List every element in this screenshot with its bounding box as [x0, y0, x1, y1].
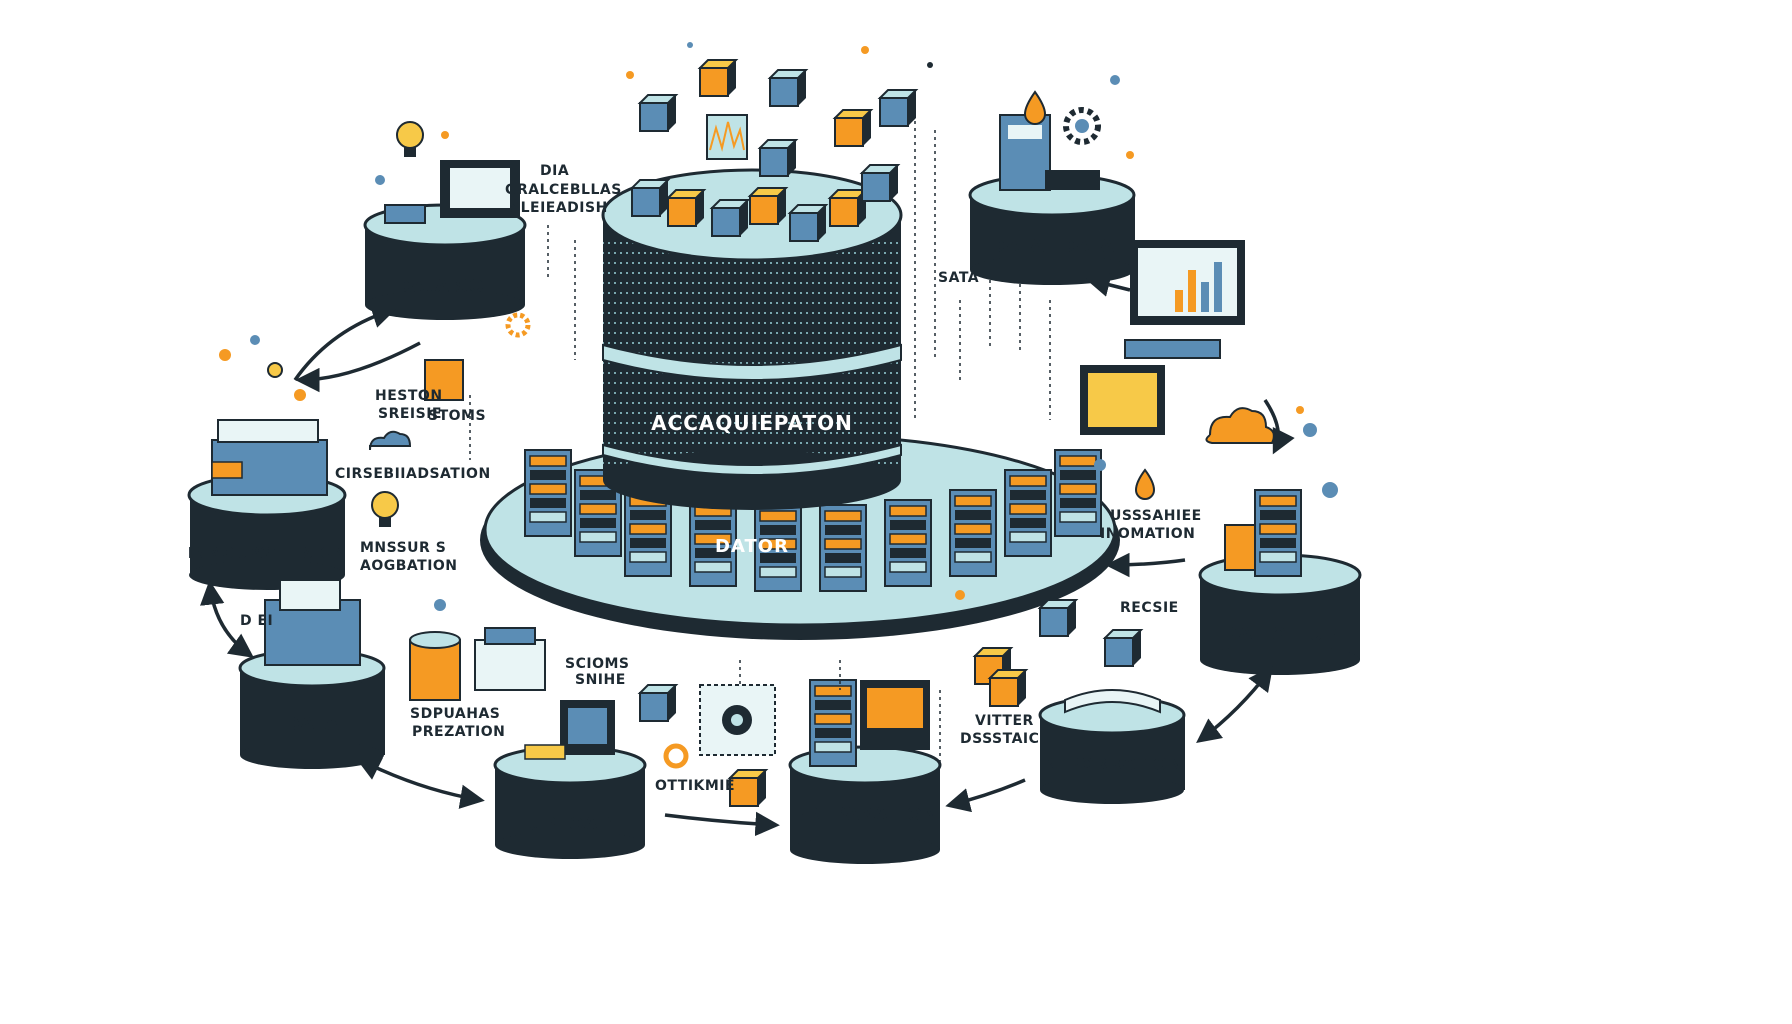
annotation-stoms: STOMS	[428, 408, 486, 424]
annotation-snihe: SNIHE	[575, 672, 626, 688]
annotation-sdpuahas: SDPUAHAS	[410, 706, 500, 722]
node-data-label: DATA	[285, 714, 339, 735]
node-inmoupstelsion: INMOUPSTELSION	[187, 419, 347, 590]
node-data: DATA	[238, 579, 386, 769]
gear-icon	[505, 312, 531, 338]
book-icon	[1064, 689, 1161, 714]
annotation-recsie: RECSIE	[1120, 600, 1179, 616]
decorative-dots	[219, 42, 1338, 611]
node-data-data-left: DATA	[990, 236, 1044, 257]
sunflower-badge-icon	[699, 684, 776, 756]
annotation-sata: SATA	[938, 270, 979, 286]
bar-chart-icon	[1080, 240, 1245, 435]
node-data-soter-right: SOTER	[455, 276, 524, 297]
node-data-soter-left: DATA	[395, 276, 449, 297]
central-band-bottom-label: DATOR	[715, 536, 789, 557]
node-upload: UPLOAP	[493, 700, 647, 859]
dotted-connectors	[469, 100, 1051, 765]
annotation-heston: HESTON	[375, 388, 443, 404]
drop-icon	[1134, 468, 1156, 500]
drop-icon	[1023, 90, 1047, 125]
node-dat-oltup: DAT OLTUP	[1198, 407, 1362, 675]
node-data-data: DATA DATA	[968, 114, 1136, 285]
annotation-inomation: INOMATION	[1100, 526, 1195, 542]
lightbulb-icon	[371, 491, 399, 527]
annotation-cirsebiiadsation: CIRSEBIIADSATION	[335, 466, 491, 482]
storage-cylinder-icon	[409, 631, 461, 701]
annotation-dssstaice: DSSSTAICE	[960, 731, 1049, 747]
node-reporation-label: REPORRATION	[1041, 755, 1183, 775]
annotation-ottikmie: OTTIKMIE	[655, 778, 735, 794]
flow-arrows	[199, 272, 1295, 837]
node-inmoupstelsion-label: INMOUPSTELSION	[188, 544, 347, 562]
node-preparation-label: PREPARATION	[792, 804, 938, 825]
chip-label-icon	[424, 359, 464, 401]
annotation-vitter: VITTER	[975, 713, 1034, 729]
target-icon	[663, 743, 689, 769]
annotation-prezation: PREZATION	[412, 724, 505, 740]
node-data-data-right: DATA	[1060, 236, 1114, 257]
node-dat-oltup-label: DAT OLTUP	[1223, 624, 1337, 645]
node-preparation: PREPARATION	[788, 679, 942, 864]
annotation-gralcebllas: GRALCEBLLAS	[505, 182, 622, 198]
central-band-top-label: ACCAQUIEPATON	[651, 411, 853, 435]
annotation-sreisie: SREISIE	[378, 406, 442, 422]
annotation-labels: DIA GRALCEBLLAS SLEIEADISH SATA HESTON S…	[240, 163, 1202, 794]
lightbulb-icon	[396, 121, 424, 157]
node-reporation: REPORRATION	[1038, 689, 1186, 804]
annotation-aogbation: AOGBATION	[360, 558, 458, 574]
annotation-dia: DIA	[540, 163, 569, 179]
cloud-icon	[1205, 407, 1275, 444]
gear-icon	[1063, 107, 1101, 145]
node-upload-label: UPLOAP	[528, 814, 612, 835]
node-data-soter: DATA SOTER	[363, 160, 527, 320]
annotation-mnssur-s: MNSSUR S	[360, 540, 446, 556]
annotation-usssahiee: USSSAHIEE	[1110, 508, 1202, 524]
central-server-hub: ACCAQUIEPATON DATOR	[480, 59, 1120, 640]
annotation-scioms: SCIOMS	[565, 656, 629, 672]
printer-icon	[474, 627, 546, 691]
cloud-icon	[369, 430, 412, 451]
annotation-sleieadish: SLEIEADISH	[510, 200, 608, 216]
annotation-d-ei: D EI	[240, 613, 273, 629]
